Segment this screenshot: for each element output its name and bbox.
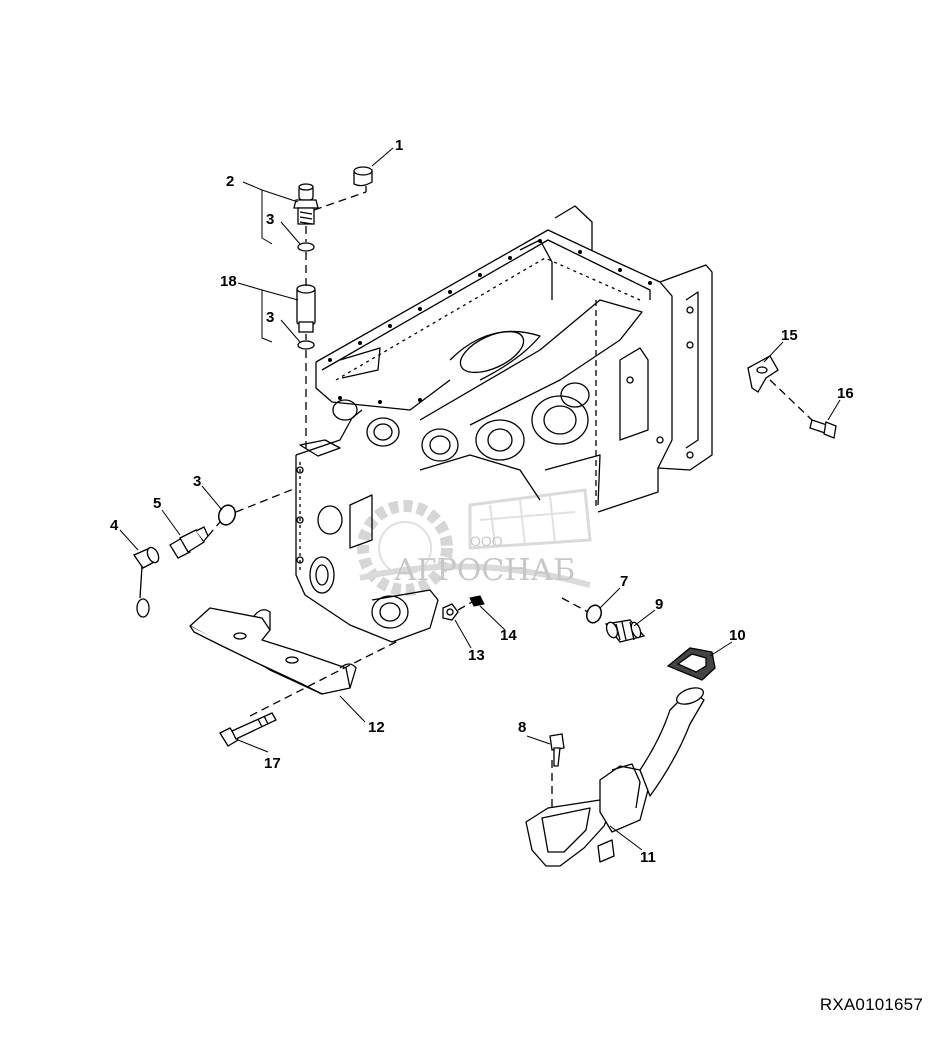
callout-3-middle: 3 (266, 309, 274, 326)
part-8-bolt (549, 733, 565, 767)
part-11-filler-tube (525, 687, 705, 867)
part-3-o-ring-side (217, 504, 237, 526)
watermark-company: АГРОСНАБ (394, 553, 575, 588)
callout-9: 9 (655, 596, 663, 613)
callout-12: 12 (368, 719, 385, 736)
part-12-bracket (189, 607, 357, 695)
callout-13: 13 (468, 647, 485, 664)
callout-7: 7 (620, 573, 628, 590)
callout-2: 2 (226, 173, 234, 190)
part-3-o-ring-middle (297, 340, 315, 350)
part-4-cap (133, 546, 160, 618)
callout-8: 8 (518, 719, 526, 736)
drawing-code: RXA0101657 (819, 995, 923, 1014)
part-14-bolt (469, 595, 485, 607)
part-13-nut (442, 603, 459, 621)
part-18-adapter (296, 284, 316, 333)
callout-1: 1 (395, 137, 403, 154)
part-15-clip (747, 355, 779, 393)
transmission-housing (295, 205, 713, 643)
part-9-fitting (604, 619, 646, 643)
assembly-lines (207, 191, 813, 810)
callout-16: 16 (837, 385, 854, 402)
part-3-o-ring-upper (297, 242, 315, 252)
callout-18: 18 (220, 273, 237, 290)
callout-10: 10 (729, 627, 746, 644)
callout-17: 17 (264, 755, 281, 772)
callout-leaders (119, 147, 841, 851)
callout-14: 14 (500, 627, 517, 644)
callout-4: 4 (110, 517, 119, 534)
callout-15: 15 (781, 327, 798, 344)
part-5-fitting (169, 526, 209, 559)
part-2-sensor (293, 183, 319, 225)
callout-3-upper: 3 (266, 211, 274, 228)
callout-5: 5 (153, 495, 161, 512)
part-17-bolt (219, 712, 277, 747)
watermark-prefix: ООО (470, 533, 503, 549)
callout-3-side: 3 (193, 473, 201, 490)
part-16-bolt (809, 419, 837, 439)
part-7-o-ring (585, 604, 603, 624)
part-1-plug (353, 166, 373, 187)
callout-labels: 1 2 3 18 3 3 5 4 12 17 13 14 7 9 10 8 11… (110, 137, 854, 866)
watermark-logo: ООО АГРОСНАБ (357, 488, 592, 596)
callout-11: 11 (640, 849, 656, 866)
part-10-gasket (666, 647, 716, 681)
